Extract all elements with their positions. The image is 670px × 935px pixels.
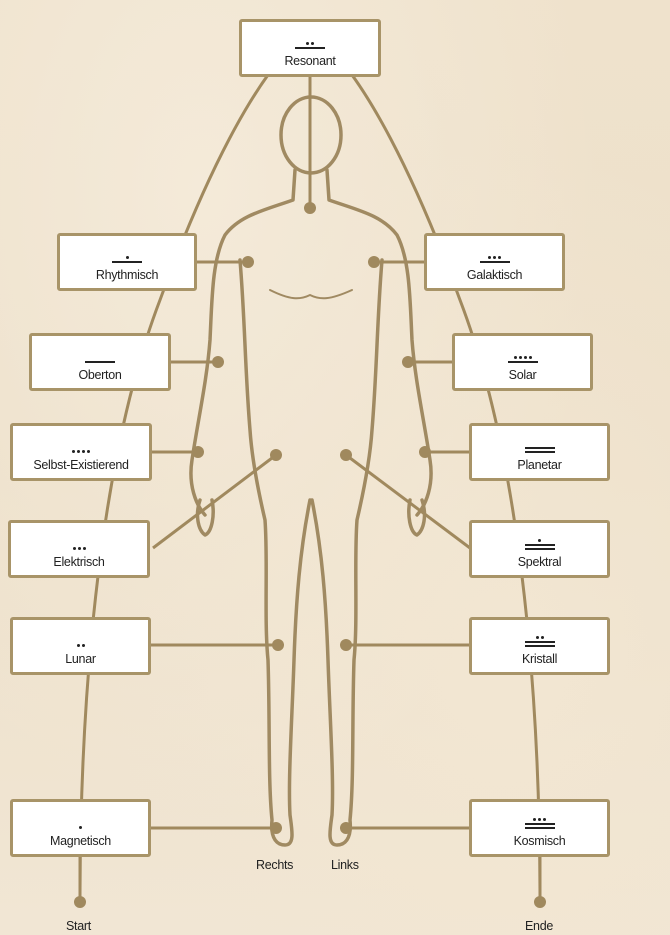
tone-label: Lunar (65, 652, 95, 666)
tone-glyph-icon (79, 825, 82, 831)
tone-dots (488, 255, 501, 259)
tone-glyph-icon (72, 449, 90, 455)
tone-label: Kristall (522, 652, 557, 666)
tone-label: Solar (509, 368, 537, 382)
path-end-label: Ende (525, 919, 553, 933)
tone-box-resonant: Resonant (239, 19, 381, 77)
tone-box-solar: Solar (452, 333, 593, 391)
dot (73, 547, 76, 550)
dot (488, 256, 491, 259)
tone-box-magnetisch: Magnetisch (10, 799, 151, 857)
tone-box-planetar: Planetar (469, 423, 610, 481)
tone-dots (514, 355, 532, 359)
tone-glyph-icon (480, 255, 510, 265)
tone-bar (525, 645, 555, 647)
dot (83, 547, 86, 550)
dot (538, 818, 541, 821)
tone-box-galaktisch: Galaktisch (424, 233, 565, 291)
tone-glyph-icon (112, 255, 142, 265)
path-start-label: Start (66, 919, 91, 933)
tone-dots (538, 538, 541, 542)
tone-glyph-icon (85, 361, 115, 365)
tone-label: Kosmisch (514, 834, 566, 848)
tone-bar (525, 544, 555, 546)
tone-label: Oberton (78, 368, 121, 382)
tone-label: Galaktisch (467, 268, 522, 282)
tone-bar (525, 823, 555, 825)
tone-glyph-icon (295, 41, 325, 51)
tone-dots (72, 449, 90, 453)
dot (498, 256, 501, 259)
dot (82, 450, 85, 453)
tone-glyph-icon (525, 447, 555, 455)
tone-box-kristall: Kristall (469, 617, 610, 675)
tone-dots (306, 41, 314, 45)
tone-box-kosmisch: Kosmisch (469, 799, 610, 857)
tone-label: Resonant (284, 54, 335, 68)
tone-box-rhythmisch: Rhythmisch (57, 233, 197, 291)
dot (126, 256, 129, 259)
tone-glyph-icon (73, 546, 86, 552)
dot (82, 644, 85, 647)
tone-bar (525, 447, 555, 449)
tone-label: Rhythmisch (96, 268, 158, 282)
tone-bar (295, 47, 325, 49)
tone-box-oberton: Oberton (29, 333, 171, 391)
tone-box-spektral: Spektral (469, 520, 610, 578)
dot (493, 256, 496, 259)
tone-glyph-icon (77, 643, 85, 649)
dot (543, 818, 546, 821)
dot (311, 42, 314, 45)
tone-box-lunar: Lunar (10, 617, 151, 675)
foot-label-right: Rechts (256, 858, 293, 872)
tone-dots (77, 643, 85, 647)
dot (519, 356, 522, 359)
tone-glyph-icon (508, 355, 538, 365)
foot-label-left: Links (331, 858, 359, 872)
tone-bar (508, 361, 538, 363)
tone-box-selbst-existierend: Selbst-Existierend (10, 423, 152, 481)
dot (306, 42, 309, 45)
dot (72, 450, 75, 453)
tone-bar (525, 548, 555, 550)
tone-label: Planetar (517, 458, 561, 472)
dot (514, 356, 517, 359)
tone-bar (85, 361, 115, 363)
tone-dots (126, 255, 129, 259)
tone-bar (525, 641, 555, 643)
tone-box-elektrisch: Elektrisch (8, 520, 150, 578)
dot (77, 450, 80, 453)
tone-bar (480, 261, 510, 263)
dot (77, 644, 80, 647)
tone-glyph-icon (525, 635, 555, 649)
dot (538, 539, 541, 542)
dot (529, 356, 532, 359)
dot (533, 818, 536, 821)
dot (541, 636, 544, 639)
tone-glyph-icon (525, 538, 555, 552)
tone-bar (525, 451, 555, 453)
tone-dots (73, 546, 86, 550)
connectors (80, 76, 540, 902)
tone-bar (112, 261, 142, 263)
tone-bar (525, 827, 555, 829)
tone-glyph-icon (525, 817, 555, 831)
tone-label: Magnetisch (50, 834, 111, 848)
tone-label: Spektral (518, 555, 561, 569)
tone-dots (533, 817, 546, 821)
dot (79, 826, 82, 829)
tone-dots (536, 635, 544, 639)
tone-dots (79, 825, 82, 829)
dot (536, 636, 539, 639)
dot (524, 356, 527, 359)
dot (78, 547, 81, 550)
dot (87, 450, 90, 453)
tone-label: Selbst-Existierend (33, 458, 128, 472)
tone-label: Elektrisch (53, 555, 104, 569)
